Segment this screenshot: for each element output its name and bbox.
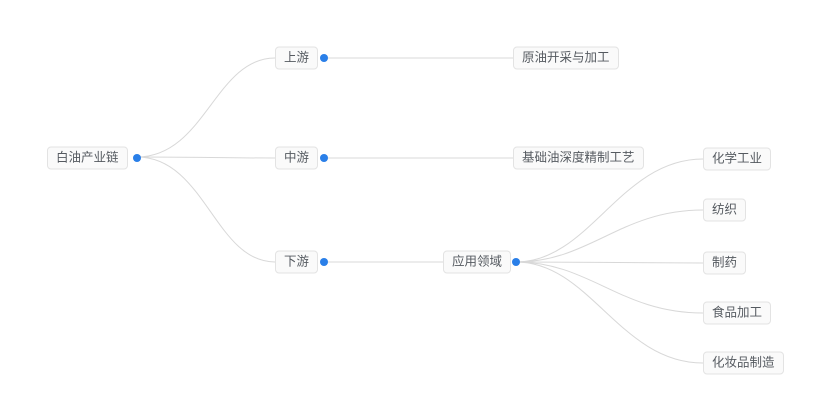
collapse-dot-applications[interactable] xyxy=(512,258,520,266)
collapse-dot-midstream[interactable] xyxy=(320,154,328,162)
node-applications-label: 应用领域 xyxy=(452,253,503,269)
connector-applications-to-pharma xyxy=(515,261,704,264)
node-downstream-label: 下游 xyxy=(284,253,310,269)
node-applications[interactable]: 应用领域 xyxy=(443,250,512,274)
collapse-dot-downstream[interactable] xyxy=(320,258,328,266)
node-crude-oil[interactable]: 原油开采与加工 xyxy=(513,46,619,70)
collapse-dot-root[interactable] xyxy=(133,154,141,162)
connector-applications-to-cosmetics xyxy=(515,261,704,364)
node-midstream[interactable]: 中游 xyxy=(275,146,319,170)
node-base-oil-label: 基础油深度精制工艺 xyxy=(522,149,635,165)
node-upstream[interactable]: 上游 xyxy=(275,46,319,70)
node-downstream[interactable]: 下游 xyxy=(275,250,319,274)
node-upstream-label: 上游 xyxy=(284,49,310,65)
connector-paths xyxy=(136,57,704,364)
connector-root-to-downstream xyxy=(136,156,276,263)
node-crude-oil-label: 原油开采与加工 xyxy=(522,49,610,65)
connector-applications-to-chemical xyxy=(515,158,704,263)
connector-applications-to-food xyxy=(515,261,704,314)
node-root-label: 白油产业链 xyxy=(56,149,119,165)
connector-applications-to-textile xyxy=(515,209,704,263)
node-textile-label: 纺织 xyxy=(712,201,738,217)
node-root[interactable]: 白油产业链 xyxy=(47,146,128,170)
node-cosmetics-manufacturing-label: 化妆品制造 xyxy=(712,354,775,370)
node-food-processing[interactable]: 食品加工 xyxy=(703,301,772,325)
node-pharmaceutical[interactable]: 制药 xyxy=(703,251,747,275)
node-chemical-industry-label: 化学工业 xyxy=(712,150,763,166)
node-textile[interactable]: 纺织 xyxy=(703,198,747,222)
node-cosmetics-manufacturing[interactable]: 化妆品制造 xyxy=(703,351,784,375)
connector-root-to-upstream xyxy=(136,57,276,158)
node-midstream-label: 中游 xyxy=(284,149,310,165)
connector-root-to-midstream xyxy=(136,156,276,159)
collapse-dot-upstream[interactable] xyxy=(320,54,328,62)
node-base-oil[interactable]: 基础油深度精制工艺 xyxy=(513,146,644,170)
node-food-processing-label: 食品加工 xyxy=(712,304,763,320)
node-pharmaceutical-label: 制药 xyxy=(712,254,738,270)
node-chemical-industry[interactable]: 化学工业 xyxy=(703,147,772,171)
